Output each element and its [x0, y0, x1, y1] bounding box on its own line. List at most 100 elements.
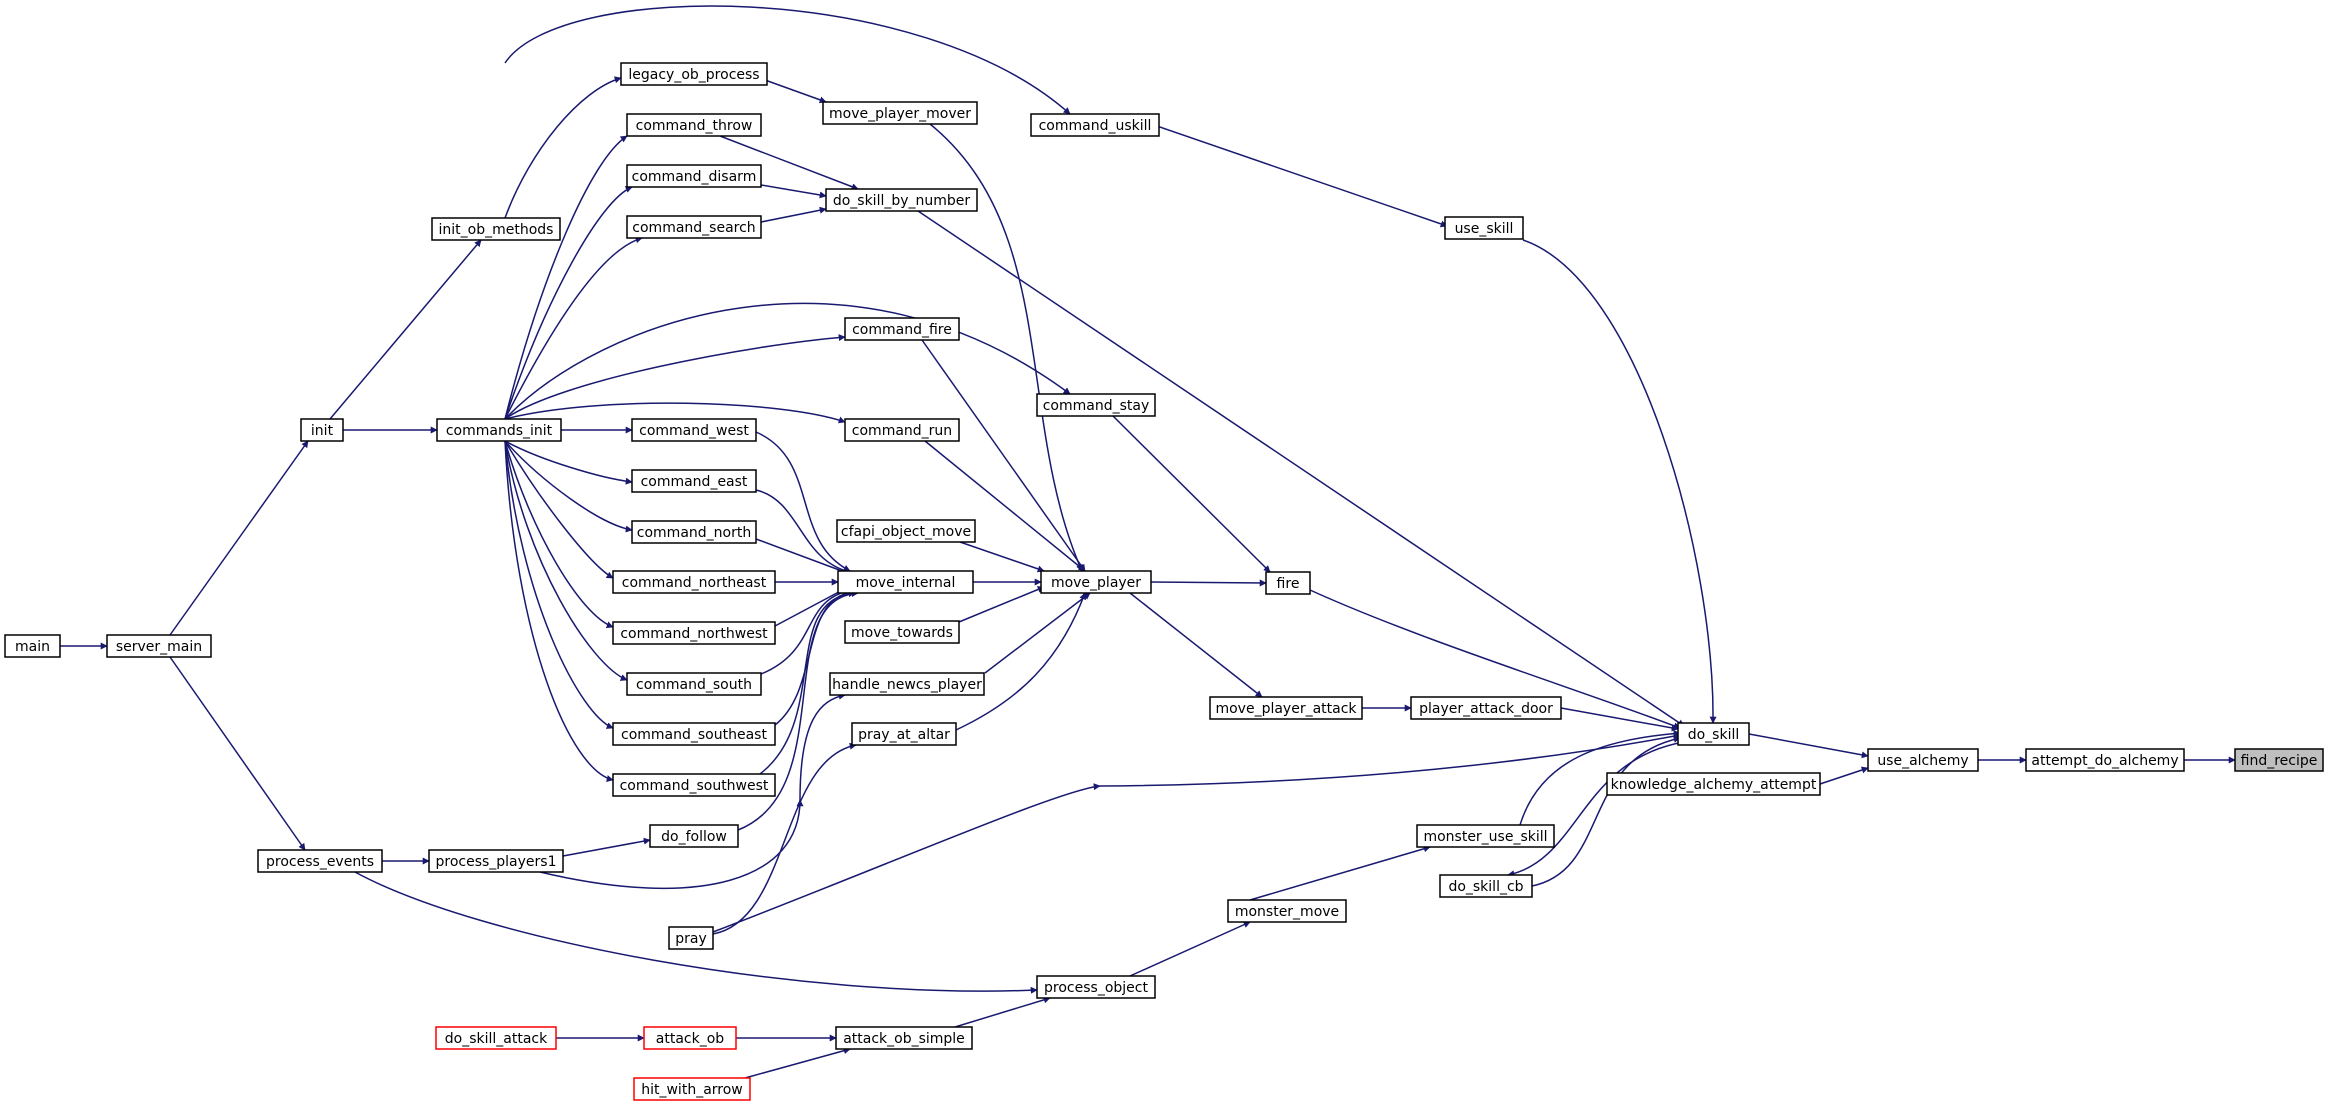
node-move-player[interactable]: move_player [1040, 570, 1152, 594]
node-pray[interactable]: pray [668, 926, 714, 950]
edge-throw-to-dsbn [719, 135, 859, 191]
node-hit-with-arrow[interactable]: hit_with_arrow [633, 1077, 751, 1101]
edge-mpm-to-mp [929, 123, 1083, 572]
edge-mt-to-mp [958, 586, 1045, 623]
node-cfapi-object-move[interactable]: cfapi_object_move [836, 519, 976, 543]
node-init[interactable]: init [300, 418, 344, 442]
edge-fire-to-do-skill [1309, 589, 1681, 730]
node-label: command_uskill [1039, 118, 1152, 134]
node-label: legacy_ob_process [628, 67, 759, 83]
node-monster-move[interactable]: monster_move [1227, 899, 1347, 923]
node-box [851, 722, 957, 746]
node-move-towards[interactable]: move_towards [844, 620, 960, 644]
node-label: hit_with_arrow [641, 1082, 743, 1098]
edge-hnp-to-mp [984, 592, 1091, 674]
node-box [428, 849, 564, 873]
node-box [1040, 570, 1152, 594]
node-find-recipe[interactable]: find_recipe [2234, 748, 2324, 772]
node-move-player-mover[interactable]: move_player_mover [822, 101, 978, 125]
edge-stay-to-fire [1112, 415, 1271, 573]
node-box [626, 672, 762, 696]
edge-mp-to-fire [1150, 579, 1267, 587]
node-attack-ob-simple[interactable]: attack_ob_simple [835, 1026, 973, 1050]
node-do-follow[interactable]: do_follow [649, 824, 739, 848]
node-fire[interactable]: fire [1265, 571, 1311, 595]
node-command-north[interactable]: command_north [631, 520, 757, 544]
node-label: handle_newcs_player [832, 677, 982, 693]
node-knowledge-alchemy-attempt[interactable]: knowledge_alchemy_attempt [1606, 772, 1821, 796]
node-command-northeast[interactable]: command_northeast [612, 570, 776, 594]
node-server-main[interactable]: server_main [106, 634, 212, 658]
node-box [643, 1026, 737, 1050]
node-box [1416, 824, 1555, 848]
node-box [836, 519, 976, 543]
node-do-skill-by-number[interactable]: do_skill_by_number [825, 188, 978, 212]
edge-west-to-mi [755, 431, 851, 572]
node-box [435, 1026, 557, 1050]
node-label: use_skill [1455, 221, 1514, 237]
edge-ci-to-stay [504, 302, 1071, 420]
node-label: command_throw [636, 118, 753, 134]
node-use-skill[interactable]: use_skill [1444, 216, 1524, 240]
node-box [431, 217, 561, 241]
node-monster-use-skill[interactable]: monster_use_skill [1416, 824, 1555, 848]
node-use-alchemy[interactable]: use_alchemy [1867, 748, 1979, 772]
node-label: move_player_attack [1215, 701, 1357, 717]
node-box [1677, 722, 1750, 746]
node-command-northwest[interactable]: command_northwest [612, 621, 776, 645]
node-move-internal[interactable]: move_internal [837, 570, 974, 594]
node-label: command_east [641, 474, 748, 490]
node-command-throw[interactable]: command_throw [626, 113, 762, 137]
node-player-attack-door[interactable]: player_attack_door [1410, 696, 1562, 720]
node-commands-init[interactable]: commands_init [436, 418, 562, 442]
edge-po-to-mm [1129, 921, 1251, 977]
edge-ci-to-east [504, 440, 633, 485]
node-box [825, 188, 978, 212]
edge-initob-to-lop [504, 76, 622, 219]
node-box [620, 62, 768, 86]
node-legacy-ob-process[interactable]: legacy_ob_process [620, 62, 768, 86]
node-label: monster_use_skill [1423, 829, 1547, 845]
node-label: command_south [636, 677, 752, 693]
node-command-southeast[interactable]: command_southeast [612, 722, 776, 746]
node-label: attempt_do_alchemy [2031, 753, 2178, 769]
node-attempt-do-alchemy[interactable]: attempt_do_alchemy [2025, 748, 2185, 772]
node-attack-ob[interactable]: attack_ob [643, 1026, 737, 1050]
node-command-south[interactable]: command_south [626, 672, 762, 696]
node-handle-newcs-player[interactable]: handle_newcs_player [829, 672, 985, 696]
node-command-run[interactable]: command_run [844, 418, 960, 442]
edges-layer [60, 5, 2236, 1079]
node-command-west[interactable]: command_west [631, 418, 757, 442]
edge-do-skill-to-use-alchemy [1748, 733, 1869, 759]
node-do-skill[interactable]: do_skill [1677, 722, 1750, 746]
node-do-skill-attack[interactable]: do_skill_attack [435, 1026, 557, 1050]
node-move-player-attack[interactable]: move_player_attack [1209, 696, 1363, 720]
node-command-southwest[interactable]: command_southwest [612, 773, 776, 797]
node-process-events[interactable]: process_events [257, 849, 383, 873]
edge-ci-to-north [504, 440, 633, 533]
edge-ci-to-south [504, 440, 628, 681]
node-pray-at-altar[interactable]: pray_at_altar [851, 722, 957, 746]
node-label: server_main [116, 639, 202, 655]
node-box [631, 469, 757, 493]
node-label: process_events [266, 854, 374, 870]
edge-south-to-mi [760, 587, 853, 675]
node-command-fire[interactable]: command_fire [844, 317, 960, 341]
node-command-uskill[interactable]: command_uskill [1030, 113, 1160, 137]
node-command-disarm[interactable]: command_disarm [626, 164, 762, 188]
node-command-east[interactable]: command_east [631, 469, 757, 493]
node-do-skill-cb[interactable]: do_skill_cb [1439, 874, 1533, 898]
edge-ci-to-sw [504, 440, 614, 782]
node-main[interactable]: main [4, 634, 61, 658]
node-process-object[interactable]: process_object [1036, 975, 1156, 999]
node-process-players1[interactable]: process_players1 [428, 849, 564, 873]
node-box [612, 773, 776, 797]
node-init-ob-methods[interactable]: init_ob_methods [431, 217, 561, 241]
edge-ci-to-search [504, 236, 643, 420]
node-label: process_players1 [435, 854, 556, 870]
node-box [300, 418, 344, 442]
node-box [1036, 393, 1156, 417]
node-command-stay[interactable]: command_stay [1036, 393, 1156, 417]
node-command-search[interactable]: command_search [626, 215, 762, 239]
edge-legacy-to-uskill [504, 5, 1071, 115]
